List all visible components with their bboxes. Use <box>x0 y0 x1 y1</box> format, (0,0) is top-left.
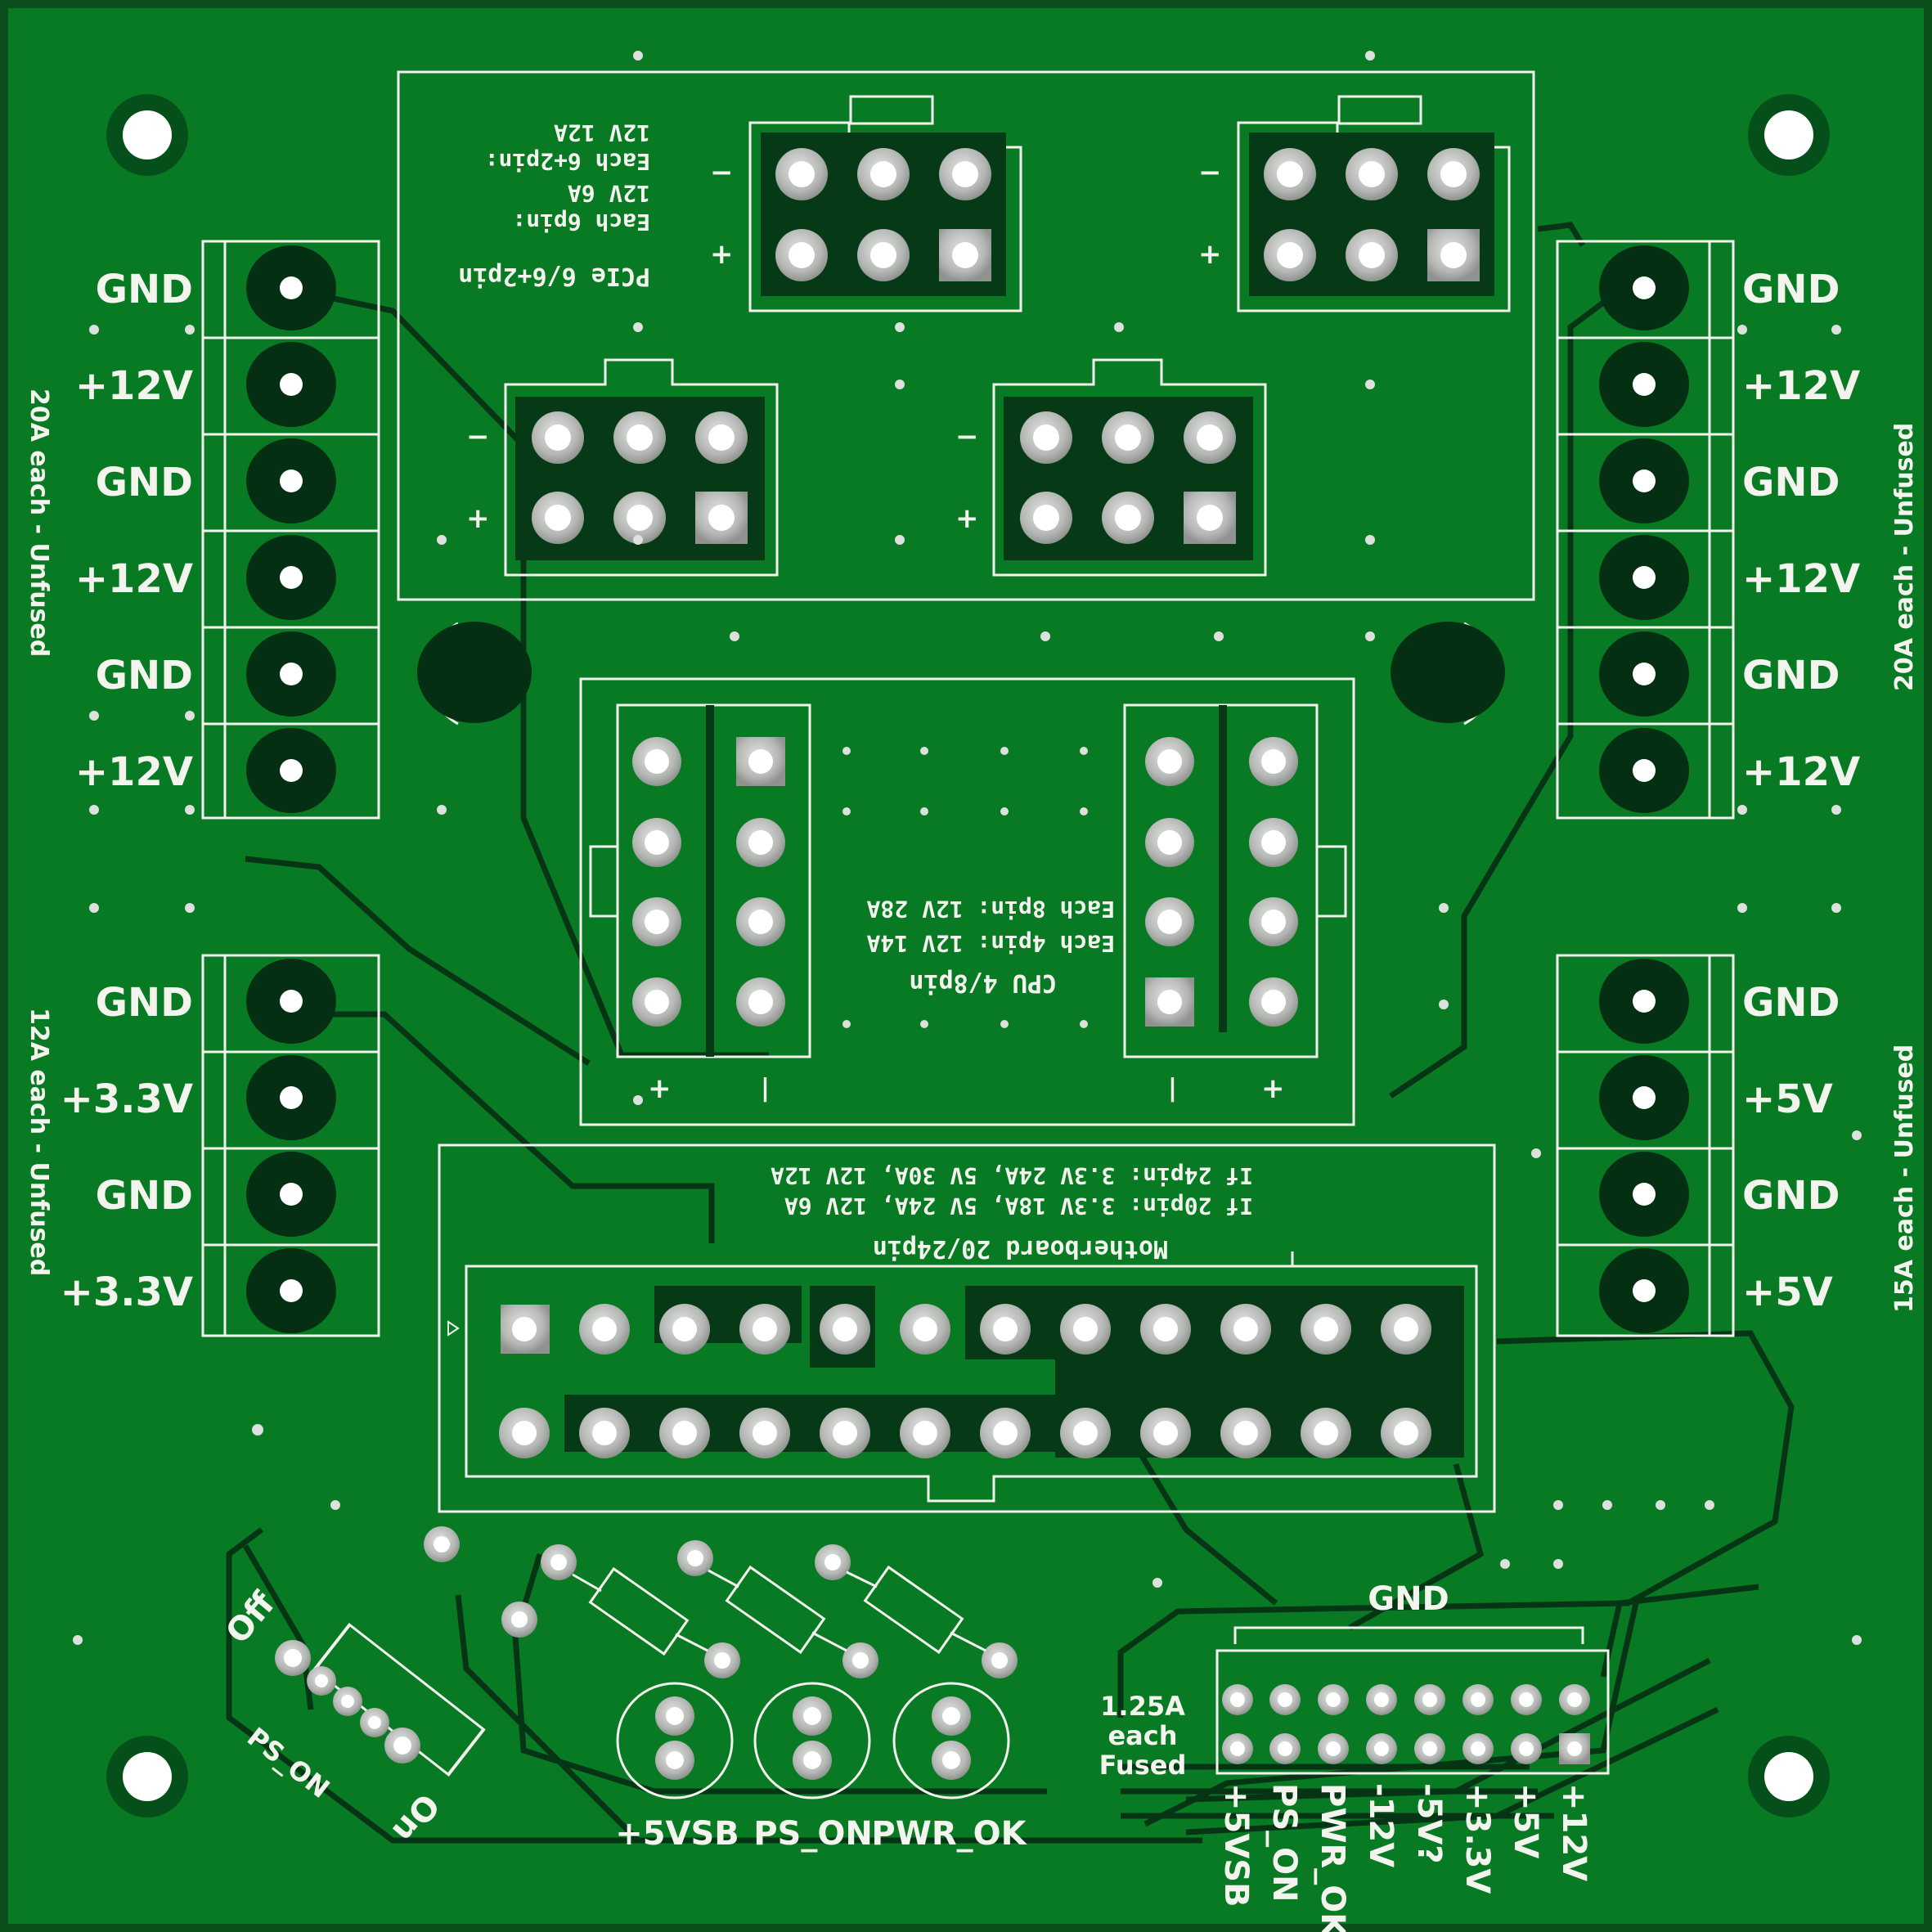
pcie-title: PCIe 6/6+2pin <box>458 262 650 290</box>
terminal-label: GND <box>96 460 193 505</box>
header-pin-label: -5V? <box>1410 1783 1448 1864</box>
header-note: Fused <box>1099 1750 1187 1781</box>
cpu-note: Each 4pin: 12V 14A <box>866 930 1115 957</box>
terminal-label: +12V <box>75 556 193 602</box>
rating-note: 20A each - Unfused <box>1890 423 1919 691</box>
pcie-plus-label: + <box>466 502 490 535</box>
led-label: PWR_OK <box>871 1815 1027 1853</box>
header-pin-label: +5V <box>1507 1783 1544 1858</box>
pcie-note: Each 6pin: <box>512 209 650 236</box>
mounting-holes <box>106 94 1830 1817</box>
fused-header: GND 1.25A each Fused +5VSB PS_ON PWR_OK <box>1099 1580 1610 1932</box>
cpu-minus-label: | <box>1168 1074 1177 1103</box>
resistors <box>424 1526 1018 1678</box>
cpu-plus-label: + <box>648 1072 672 1105</box>
pcie-plus-label: + <box>955 502 979 535</box>
terminal-label: GND <box>1742 267 1840 312</box>
cpu-note: Each 8pin: 12V 28A <box>866 896 1115 923</box>
pcie-note: 12V 6A <box>568 180 650 207</box>
terminal-label: GND <box>1742 980 1840 1026</box>
left-lower-terminal-block: GND +3.3V GND +3.3V 12A each - Unfused <box>25 954 380 1337</box>
terminal-label: +3.3V <box>61 1076 193 1122</box>
terminal-label: GND <box>1742 1173 1840 1219</box>
pcie-plus-label: + <box>1198 238 1222 271</box>
right-lower-terminal-block: GND +5V GND +5V 15A each - Unfused <box>1556 954 1919 1337</box>
pcie-minus-label: − <box>710 156 734 189</box>
pcie-connector: − + <box>955 358 1267 577</box>
pcie-section: PCIe 6/6+2pin Each 6pin: 12V 6A Each 6+2… <box>397 70 1535 601</box>
header-pin-label: -12V <box>1362 1783 1400 1867</box>
header-pin-label: PWR_OK <box>1314 1783 1351 1932</box>
left-upper-terminal-block: GND +12V GND +12V GND +12V 20A each - Un… <box>25 240 380 820</box>
terminal-label: GND <box>1742 460 1840 505</box>
led-label: +5VSB <box>615 1815 739 1853</box>
terminal-label: +3.3V <box>61 1269 193 1315</box>
terminal-label: GND <box>96 1173 193 1219</box>
cpu-section: CPU 4/8pin Each 4pin: 12V 14A Each 8pin:… <box>579 677 1355 1126</box>
rating-note: 12A each - Unfused <box>25 1008 53 1276</box>
terminal-label: GND <box>1742 653 1840 699</box>
cpu-minus-label: | <box>761 1074 770 1103</box>
header-note: each <box>1108 1720 1177 1751</box>
rating-note: 15A each - Unfused <box>1890 1045 1919 1313</box>
header-pin-label: PS_ON <box>1265 1783 1303 1903</box>
vias <box>73 51 1862 1645</box>
header-gnd-label: GND <box>1368 1580 1449 1618</box>
pcie-connector: − + <box>1198 95 1511 312</box>
pcie-minus-label: − <box>466 420 490 453</box>
terminal-label: GND <box>96 267 193 312</box>
terminal-label: +12V <box>75 363 193 409</box>
pcie-note: 12V 12A <box>554 119 650 146</box>
motherboard-note: If 20pin: 3.3V 18A, 5V 24A, 12V 6A <box>784 1193 1253 1220</box>
pcie-connector: − + <box>710 95 1022 312</box>
cpu-title: CPU 4/8pin <box>909 968 1057 997</box>
header-pin-label: +3.3V <box>1458 1783 1496 1894</box>
header-pin-label: +12V <box>1555 1783 1593 1881</box>
terminal-label: GND <box>96 980 193 1026</box>
header-pin-label: +5VSB <box>1217 1783 1255 1907</box>
motherboard-section: Motherboard 20/24pin If 20pin: 3.3V 18A,… <box>438 1143 1496 1513</box>
terminal-label: +12V <box>75 749 193 795</box>
pcie-connector: − + <box>466 358 779 577</box>
motherboard-title: Motherboard 20/24pin <box>873 1234 1168 1263</box>
led-label: PS_ON <box>753 1815 873 1853</box>
motherboard-note: If 24pin: 3.3V 24A, 5V 30A, 12V 12A <box>771 1162 1253 1189</box>
pcie-minus-label: − <box>955 420 979 453</box>
header-note: 1.25A <box>1100 1691 1185 1722</box>
terminal-label: +5V <box>1742 1076 1833 1122</box>
rating-note: 20A each - Unfused <box>25 389 53 657</box>
pcie-note: Each 6+2pin: <box>485 148 650 175</box>
terminal-label: +12V <box>1742 556 1860 602</box>
cpu-plus-label: + <box>1261 1072 1285 1105</box>
oval-slots <box>417 622 1505 726</box>
terminal-label: GND <box>96 653 193 699</box>
right-upper-terminal-block: GND +12V GND +12V GND +12V 20A each - Un… <box>1556 240 1919 820</box>
pcie-plus-label: + <box>710 238 734 271</box>
status-leds: +5VSB PS_ON PWR_OK <box>615 1682 1028 1853</box>
terminal-label: +12V <box>1742 749 1860 795</box>
pcie-minus-label: − <box>1198 156 1222 189</box>
terminal-label: +5V <box>1742 1269 1833 1315</box>
terminal-label: +12V <box>1742 363 1860 409</box>
